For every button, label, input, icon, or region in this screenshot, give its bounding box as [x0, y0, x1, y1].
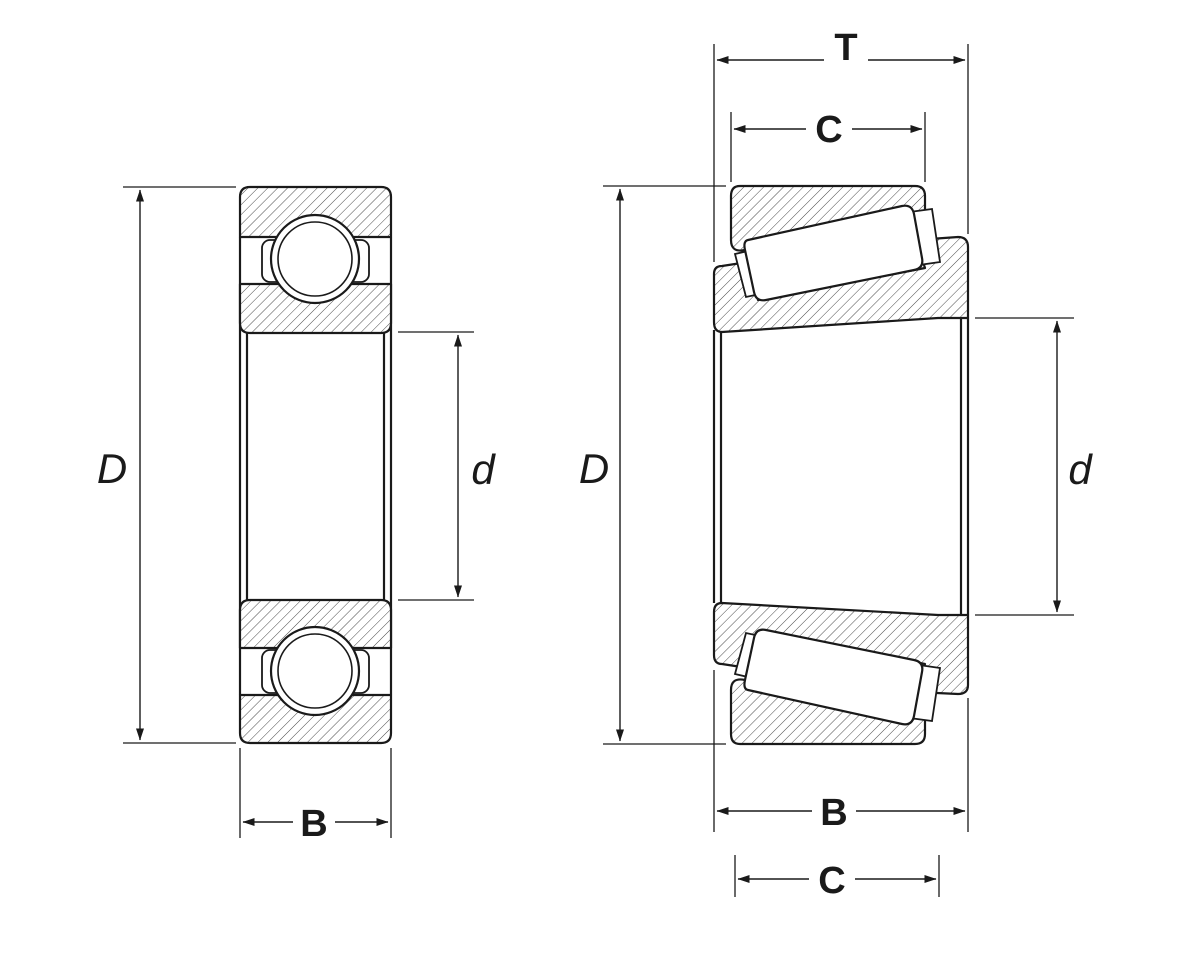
label-B-right: B	[820, 792, 847, 834]
ball-bearing	[238, 185, 393, 745]
label-C-top: C	[815, 109, 842, 151]
label-d-left: d	[471, 446, 496, 493]
ball-bottom-inner-ring	[277, 633, 353, 709]
label-D-right: D	[579, 445, 609, 492]
ball-top	[269, 213, 361, 305]
ball-bearing-bore-outline	[238, 237, 393, 695]
roller-top-body	[743, 204, 924, 302]
label-C-bottom: C	[818, 860, 845, 902]
roller-bottom-body	[743, 628, 924, 726]
ball-bottom	[269, 625, 361, 717]
tapered-roller-bearing	[712, 184, 970, 746]
ball-bearing-dimensions: D d B	[92, 186, 504, 845]
label-B-left: B	[300, 803, 327, 845]
label-T: T	[834, 27, 857, 69]
roller-top	[733, 204, 942, 302]
tapered-bearing-dimensions: T C D d B C	[574, 24, 1102, 902]
label-d-right: d	[1068, 446, 1093, 493]
label-D-left: D	[97, 445, 127, 492]
ball-top-inner-ring	[277, 221, 353, 297]
tapered-bearing-bore-outline	[712, 318, 970, 615]
roller-bottom	[733, 628, 942, 726]
tapered-bearing-cone-bottom	[712, 601, 970, 696]
